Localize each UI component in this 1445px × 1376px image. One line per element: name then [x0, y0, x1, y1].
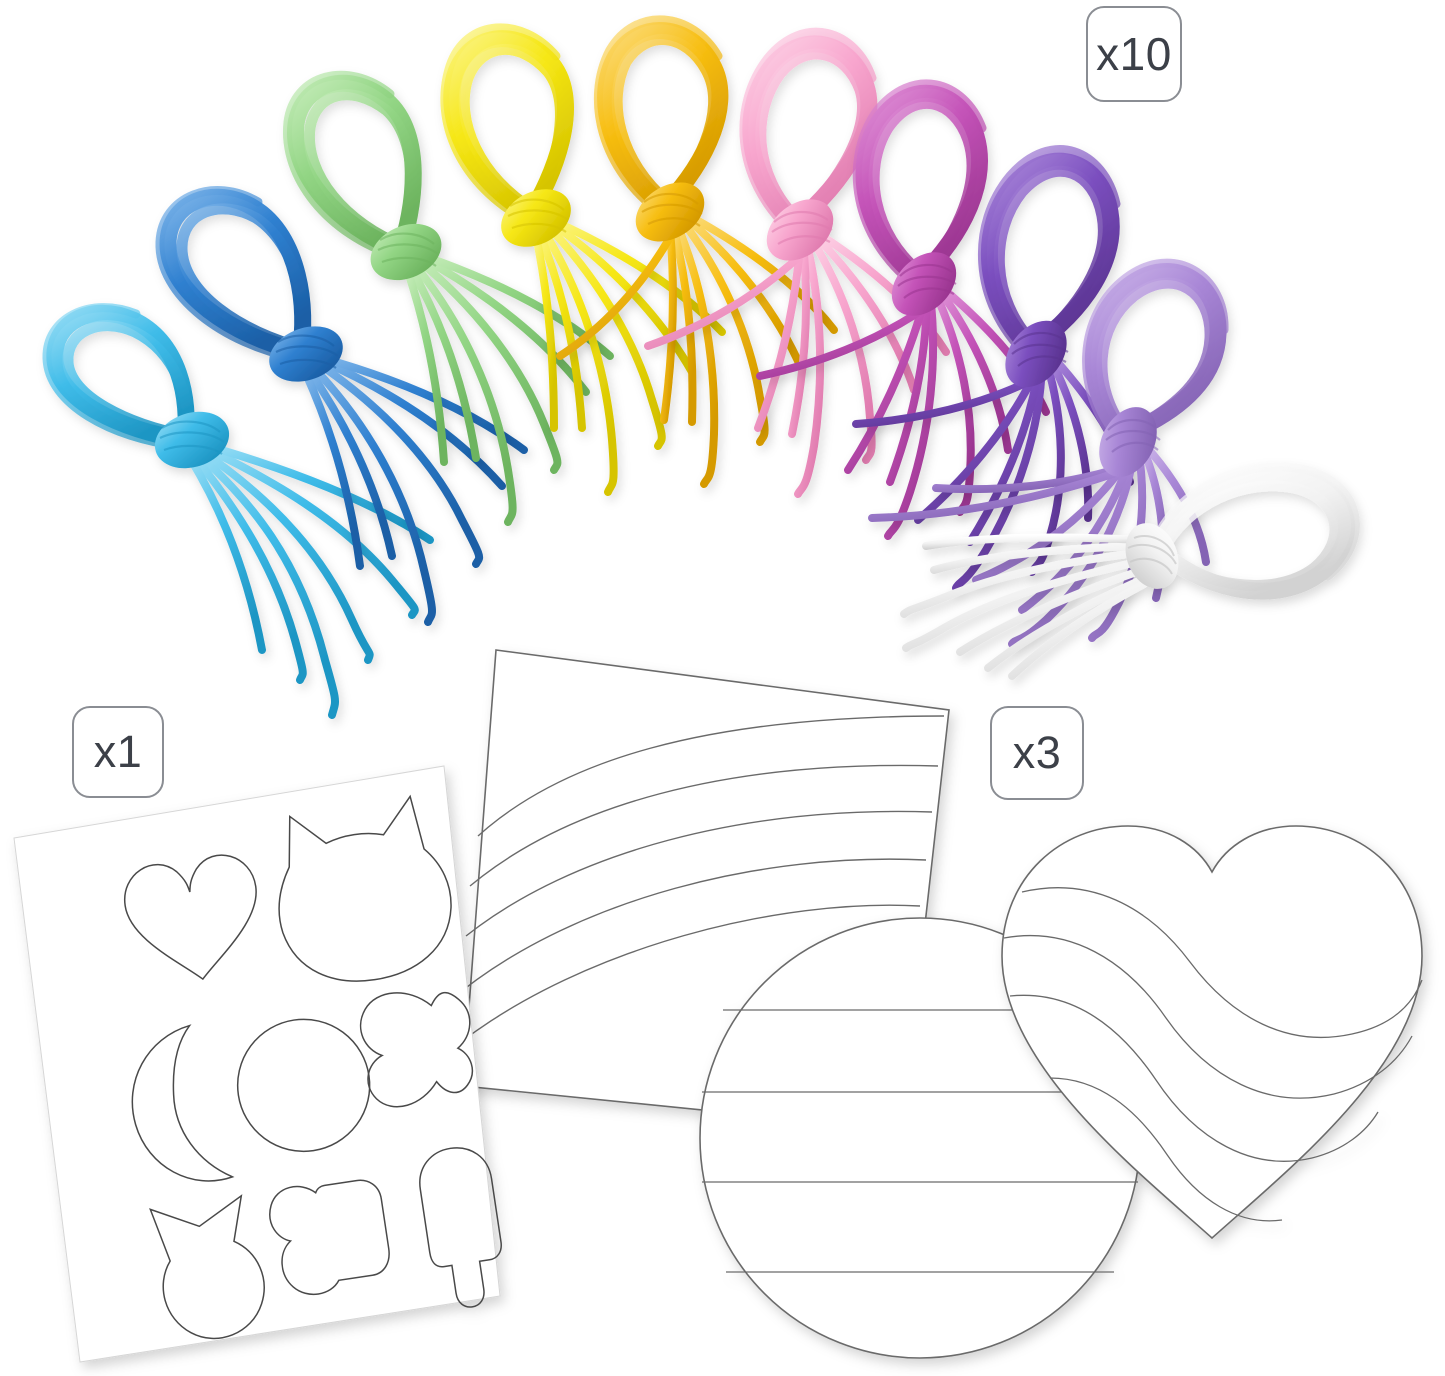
shape-ice-cream-scoop — [269, 1179, 390, 1296]
cord-bundle-light-blue — [42, 303, 434, 719]
cord-knot — [766, 199, 834, 261]
cord-bundle-magenta — [756, 79, 1050, 540]
cord-bundle-purple — [852, 145, 1134, 592]
cord-knot — [1099, 407, 1161, 477]
cord-knot — [370, 223, 442, 281]
cord-knot — [891, 252, 957, 316]
shape-butterfly — [360, 991, 474, 1108]
shape-cat-head — [278, 794, 452, 982]
cord-knot — [269, 326, 343, 382]
quantity-badge-weaving-cards: x3 — [990, 706, 1084, 800]
cord-bundle-lavender — [868, 258, 1229, 648]
cord-bundle-light-green — [282, 70, 614, 526]
cord-knot — [1005, 320, 1069, 388]
cord-knot — [154, 411, 230, 469]
shape-heart — [124, 854, 257, 981]
shape-crescent-moon — [131, 1024, 235, 1182]
cord-bundle-white — [900, 462, 1360, 680]
shape-wrapped-candy — [149, 1194, 265, 1340]
quantity-badge-shape-sheet: x1 — [72, 706, 164, 798]
quantity-badge-cords: x10 — [1086, 6, 1182, 102]
cord-knot — [1125, 523, 1179, 589]
cord-knot — [635, 182, 705, 242]
cord-bundle-royal-blue — [155, 185, 528, 626]
shape-template-sheet — [13, 765, 502, 1363]
cord-bundle-pink — [644, 27, 950, 498]
cord-knot — [501, 189, 571, 247]
weaving-card-heart — [1001, 825, 1423, 1240]
shape-popsicle — [419, 1147, 502, 1308]
